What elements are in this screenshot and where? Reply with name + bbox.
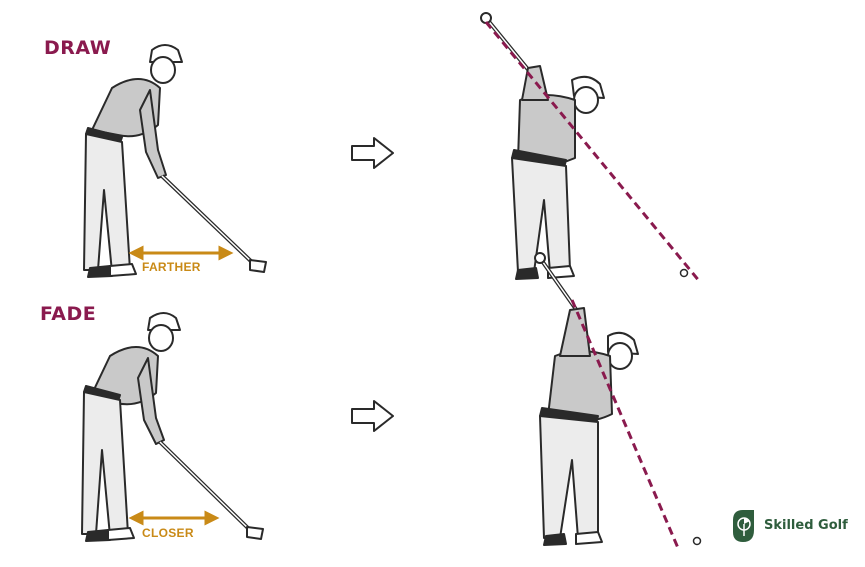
swing-plane-line-draw [484,21,702,283]
brand-name: Skilled Golf [764,518,848,533]
fade-label: FADE [40,303,97,325]
golfer-address-fade [81,312,264,542]
golfer-backswing-draw [480,12,605,280]
closer-label: CLOSER [142,526,194,540]
swing-plane-line-fade [570,299,680,549]
brand-logo: Skilled Golf [764,518,848,533]
right-arrow-icon [351,137,394,169]
right-arrow-icon [351,400,394,432]
golfer-address-draw [83,44,267,278]
golf-flag-logo-icon [733,510,754,542]
draw-label: DRAW [44,37,112,59]
farther-label: FARTHER [142,260,201,274]
golf-ball [692,536,702,546]
golf-ball [679,268,689,278]
golfer-backswing-fade [534,252,639,546]
